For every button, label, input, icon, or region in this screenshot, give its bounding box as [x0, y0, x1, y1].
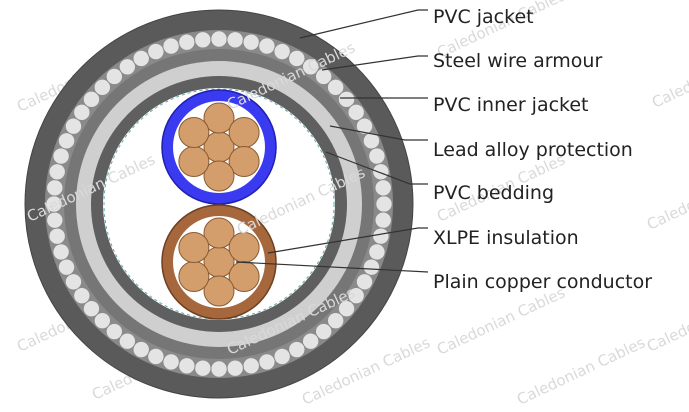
armour-wire [301, 58, 320, 76]
armour-wire [132, 49, 150, 68]
armour-wire [347, 286, 365, 305]
armour-wire [288, 340, 306, 359]
armour-wire [226, 359, 244, 377]
leader-line [235, 261, 429, 273]
armour-wire [326, 311, 345, 330]
armour-wire [226, 31, 244, 49]
label-pvc-inner-jacket: PVC inner jacket [433, 94, 589, 116]
watermark-text: Caledonian Cables [434, 283, 568, 358]
label-lead-alloy-protection: Lead alloy protection [433, 139, 633, 161]
armour-wire [73, 286, 91, 305]
labels: PVC jacket Steel wire armour PVC inner j… [433, 6, 652, 293]
armour-wire [368, 243, 386, 261]
armour-wire [93, 78, 112, 97]
armour-wire [82, 90, 101, 109]
armour-wire [355, 117, 374, 135]
armour-wire [105, 67, 124, 86]
armour-wire [242, 357, 260, 375]
armour-wire [362, 258, 381, 276]
copper-strand [178, 117, 210, 148]
armour-wire [375, 195, 393, 213]
armour-wire [57, 132, 76, 150]
armour-wire [52, 243, 70, 261]
armour-wire [273, 42, 291, 61]
armour-wire [210, 360, 228, 378]
steel-wire-armour-ring [45, 30, 393, 378]
copper-strand [178, 261, 210, 292]
copper-strand [228, 146, 260, 177]
armour-wire [242, 33, 260, 51]
armour-wire [372, 227, 390, 245]
label-pvc-jacket: PVC jacket [433, 6, 534, 28]
armour-wire [162, 353, 180, 371]
armour-wire [147, 42, 165, 61]
leader-line [267, 227, 428, 254]
armour-wire [258, 37, 276, 55]
armour-wire [347, 103, 365, 122]
armour-wire [368, 147, 386, 165]
armour-wire [362, 132, 381, 150]
armour-wire [57, 258, 76, 276]
core-blue [161, 89, 277, 205]
leader-line [321, 55, 428, 71]
armour-wire [355, 273, 374, 291]
armour-wire [258, 353, 276, 371]
leader-line [299, 9, 428, 39]
armour-wire [210, 30, 228, 48]
armour-wire [93, 311, 112, 330]
watermark-text: Caledonian Cables [649, 36, 689, 111]
armour-wire [52, 147, 70, 165]
armour-wire [48, 227, 66, 245]
copper-strand [203, 160, 235, 192]
label-steel-wire-armour: Steel wire armour [433, 50, 602, 72]
copper-strand [203, 217, 235, 249]
armour-wire [105, 322, 124, 341]
armour-wire [48, 163, 66, 181]
armour-wire [374, 211, 392, 229]
leader-line [329, 125, 428, 141]
armour-wire [82, 299, 101, 318]
armour-wire [372, 163, 390, 181]
label-xlpe-insulation: XLPE insulation [433, 227, 579, 249]
copper-strand [228, 117, 260, 148]
armour-wire [194, 359, 212, 377]
copper-strand [228, 261, 260, 292]
armour-wire [314, 322, 333, 341]
armour-wire [337, 299, 356, 318]
armour-wire [326, 78, 345, 97]
armour-wire [64, 117, 83, 135]
copper-strand [203, 102, 235, 134]
armour-wire [178, 33, 196, 51]
armour-wire [162, 37, 180, 55]
label-plain-copper-conductor: Plain copper conductor [433, 271, 652, 293]
armour-wire [118, 332, 137, 350]
armour-wire [288, 49, 306, 68]
armour-wire [273, 347, 291, 366]
armour-wire [314, 67, 333, 86]
core-brown [161, 204, 277, 320]
copper-strand [178, 146, 210, 177]
leader-line [325, 151, 428, 185]
armour-wire [194, 31, 212, 49]
watermark-text: Caledonian Cables [644, 158, 689, 233]
copper-strand [203, 275, 235, 307]
armour-wire [374, 179, 392, 197]
leader-lines [235, 9, 429, 273]
armour-wire [73, 103, 91, 122]
armour-wire [132, 340, 150, 359]
copper-strand [178, 232, 210, 263]
armour-wire [337, 90, 356, 109]
armour-wire [301, 332, 320, 350]
watermark-text: Caledonian Cables [514, 333, 648, 408]
armour-wire [178, 357, 196, 375]
armour-wire [147, 347, 165, 366]
label-pvc-bedding: PVC bedding [433, 182, 554, 204]
armour-wire [118, 58, 137, 76]
armour-wire [64, 273, 83, 291]
